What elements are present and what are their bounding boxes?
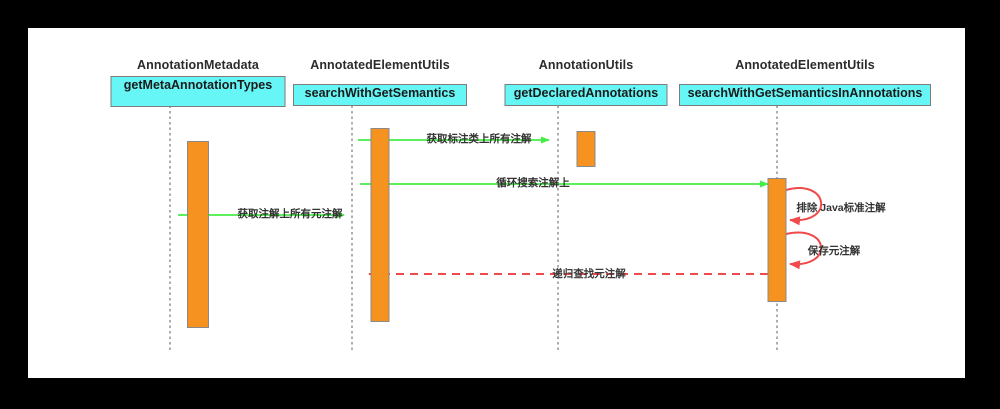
participant-method-box-search-with-get-semantics[interactable]: searchWithGetSemantics [293, 84, 467, 106]
participant-class-name-annotation-metadata: AnnotationMetadata [137, 58, 259, 72]
activation-bar-annotated-element-utils-in-annotations [767, 178, 787, 302]
participant-class-name-annotation-utils: AnnotationUtils [538, 58, 634, 72]
message-self-loop-1 [785, 187, 822, 226]
participant-class-name-annotated-element-utils-search: AnnotatedElementUtils [310, 58, 450, 72]
participant-class-name-annotated-element-utils-in-annotations: AnnotatedElementUtils [735, 58, 875, 72]
activation-bar-annotated-element-utils-search [370, 128, 390, 322]
activation-bar-annotation-metadata [187, 141, 209, 328]
message-label-get-all-meta-annotations: 获取注解上所有元注解 [237, 208, 343, 220]
message-label-exclude-java-standard-annotations: 排除 Java标准注解 [796, 202, 886, 214]
activation-bar-annotation-utils [576, 131, 596, 167]
participant-method-box-get-declared-annotations[interactable]: getDeclaredAnnotations [504, 84, 668, 106]
message-self-loop-2 [785, 231, 822, 270]
diagram-canvas: AnnotationMetadata getMetaAnnotationType… [28, 28, 965, 378]
participant-method-box-get-meta-annotation-types[interactable]: getMetaAnnotationTypes [110, 76, 286, 107]
message-label-get-all-annotations-on-class: 获取标注类上所有注解 [426, 133, 532, 145]
message-label-loop-search-annotations: 循环搜索注解上 [496, 177, 570, 189]
participant-method-box-search-with-get-semantics-in-annotations[interactable]: searchWithGetSemanticsInAnnotations [679, 84, 931, 106]
message-label-recursive-find-meta-annotations: 递归查找元注解 [552, 268, 626, 280]
message-label-save-meta-annotations: 保存元注解 [807, 245, 861, 257]
